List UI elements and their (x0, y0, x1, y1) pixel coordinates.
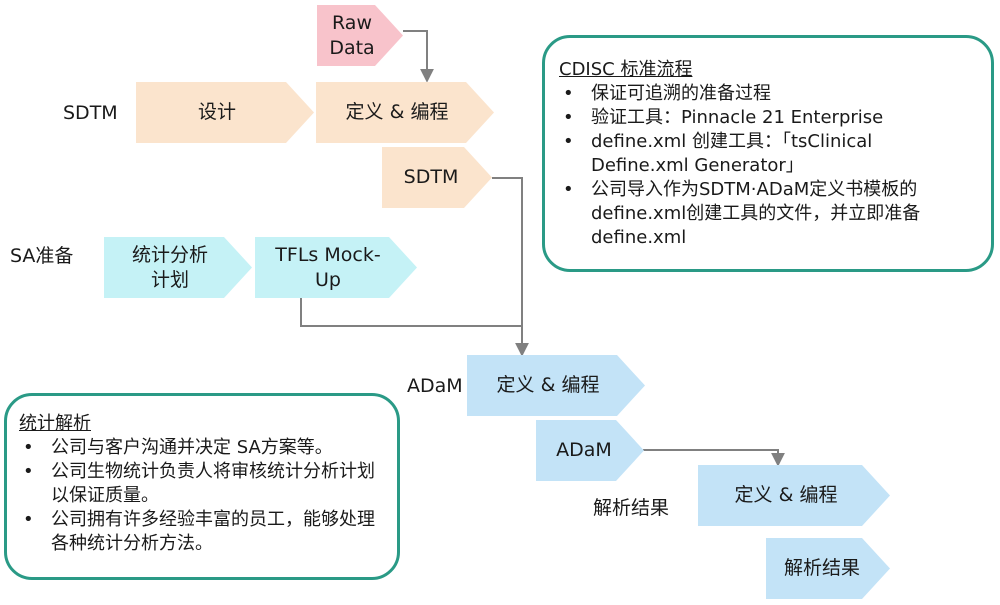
row-label-results: 解析结果 (593, 497, 670, 519)
row-label-adam: ADaM (407, 375, 463, 397)
cdisc-note: CDISC 标准流程 保证可追溯的准备过程 验证工具：Pinnacle 21 E… (542, 35, 994, 272)
raw-data-label-line2: Data (329, 36, 375, 59)
stat-note-item: 公司生物统计负责人将审核统计分析计划以保证质量。 (19, 460, 383, 508)
tfls-label-line1: TFLs Mock- (275, 243, 381, 266)
stat-note-list: 公司与客户沟通并决定 SA方案等。 公司生物统计负责人将审核统计分析计划以保证质… (19, 436, 383, 556)
adam-label: ADaM (556, 439, 612, 462)
connector-tfls-to-adam-define (300, 298, 522, 327)
cdisc-note-item: define.xml 创建工具：「tsClinical Define.xml G… (559, 130, 975, 178)
sdtm-define-label: 定义 & 编程 (345, 101, 449, 124)
adam-define-label: 定义 & 编程 (496, 374, 600, 397)
results-label: 解析结果 (783, 557, 860, 580)
stat-note-item: 公司拥有许多经验丰富的员工，能够处理各种统计分析方法。 (19, 508, 383, 556)
stat-note-title: 统计解析 (19, 413, 91, 434)
design-label: 设计 (197, 101, 236, 124)
adam-define-box: 定义 & 编程 (467, 355, 645, 416)
connector-raw-to-define (403, 30, 434, 83)
tfls-label-line2: Up (315, 268, 341, 291)
stat-analysis-note: 统计解析 公司与客户沟通并决定 SA方案等。 公司生物统计负责人将审核统计分析计… (4, 393, 400, 580)
results-define-box: 定义 & 编程 (698, 465, 890, 526)
cdisc-note-list: 保证可追溯的准备过程 验证工具：Pinnacle 21 Enterprise d… (559, 82, 975, 250)
adam-box: ADaM (536, 420, 644, 481)
cdisc-note-item: 保证可追溯的准备过程 (559, 82, 975, 106)
cdisc-note-item: 公司导入作为SDTM·ADaM定义书模板的define.xml创建工具的文件，并… (559, 178, 975, 250)
raw-data-label-line1: Raw (332, 11, 372, 34)
cdisc-note-title: CDISC 标准流程 (559, 59, 693, 80)
results-define-label: 定义 & 编程 (734, 484, 838, 507)
design-box: 设计 (136, 82, 314, 143)
connector-adam-to-results-define (643, 449, 785, 467)
results-box: 解析结果 (766, 538, 890, 599)
stat-plan-label-line2: 计划 (150, 268, 189, 291)
row-label-sa: SA准备 (10, 245, 74, 267)
connector-sdtm-to-adam-define (492, 177, 529, 357)
row-label-sdtm: SDTM (63, 102, 118, 124)
stat-note-item: 公司与客户沟通并决定 SA方案等。 (19, 436, 383, 460)
sdtm-label: SDTM (403, 166, 459, 189)
cdisc-note-item: 验证工具：Pinnacle 21 Enterprise (559, 106, 975, 130)
stat-plan-label-line1: 统计分析 (131, 243, 208, 266)
stat-plan-box: 统计分析 计划 (104, 237, 252, 298)
raw-data-box: Raw Data (317, 5, 403, 66)
sdtm-define-box: 定义 & 编程 (316, 82, 494, 143)
tfls-box: TFLs Mock- Up (255, 237, 417, 298)
sdtm-box: SDTM (382, 147, 492, 208)
